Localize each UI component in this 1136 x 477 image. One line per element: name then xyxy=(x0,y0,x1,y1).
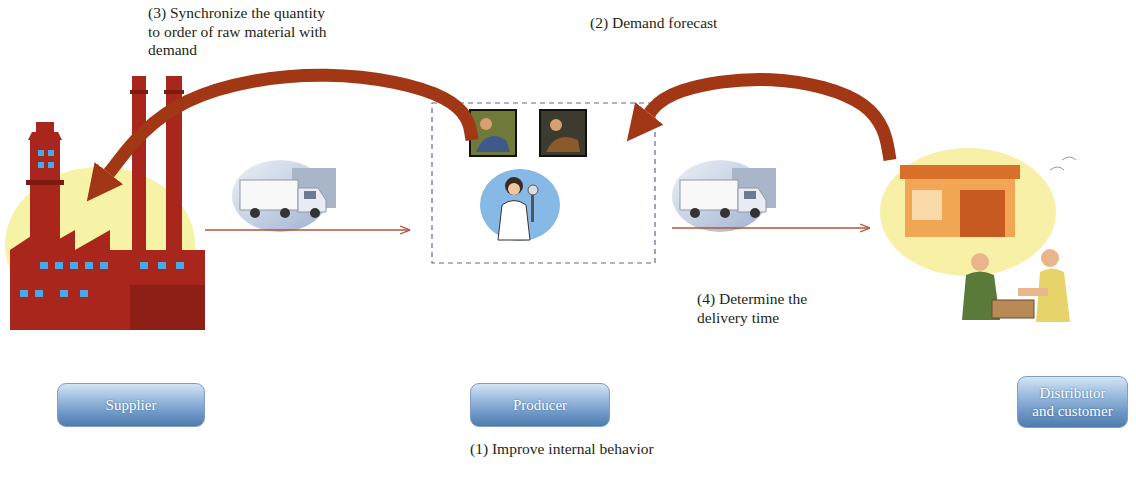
actor-label-box: Distributor and customer xyxy=(1017,376,1128,428)
truck-icon xyxy=(232,160,336,232)
actor-label-box: Producer xyxy=(470,383,610,427)
actor-name: Producer xyxy=(513,396,567,414)
actor-label-box: Supplier xyxy=(57,383,205,427)
step-label: (2) Demand forecast xyxy=(590,14,790,33)
actor-name: Distributor and customer xyxy=(1028,384,1118,420)
actor-node: Producer xyxy=(410,140,672,427)
actor-name: Supplier xyxy=(106,396,157,414)
step-label: (4) Determine the delivery time xyxy=(697,290,847,327)
truck-icon xyxy=(672,160,776,232)
step-label: (1) Improve internal behavior xyxy=(470,440,730,459)
delivery-arrow xyxy=(205,229,410,230)
customers-icon xyxy=(962,249,1070,322)
flow-arrow xyxy=(649,79,890,160)
actor-node: Distributor and customer xyxy=(870,160,1132,430)
actor-node: Supplier xyxy=(10,200,205,427)
flow-arrow xyxy=(109,75,472,173)
shop-icon xyxy=(880,148,1076,276)
step-label: (3) Synchronize the quantity to order of… xyxy=(148,4,340,60)
delivery-arrow xyxy=(672,227,870,228)
